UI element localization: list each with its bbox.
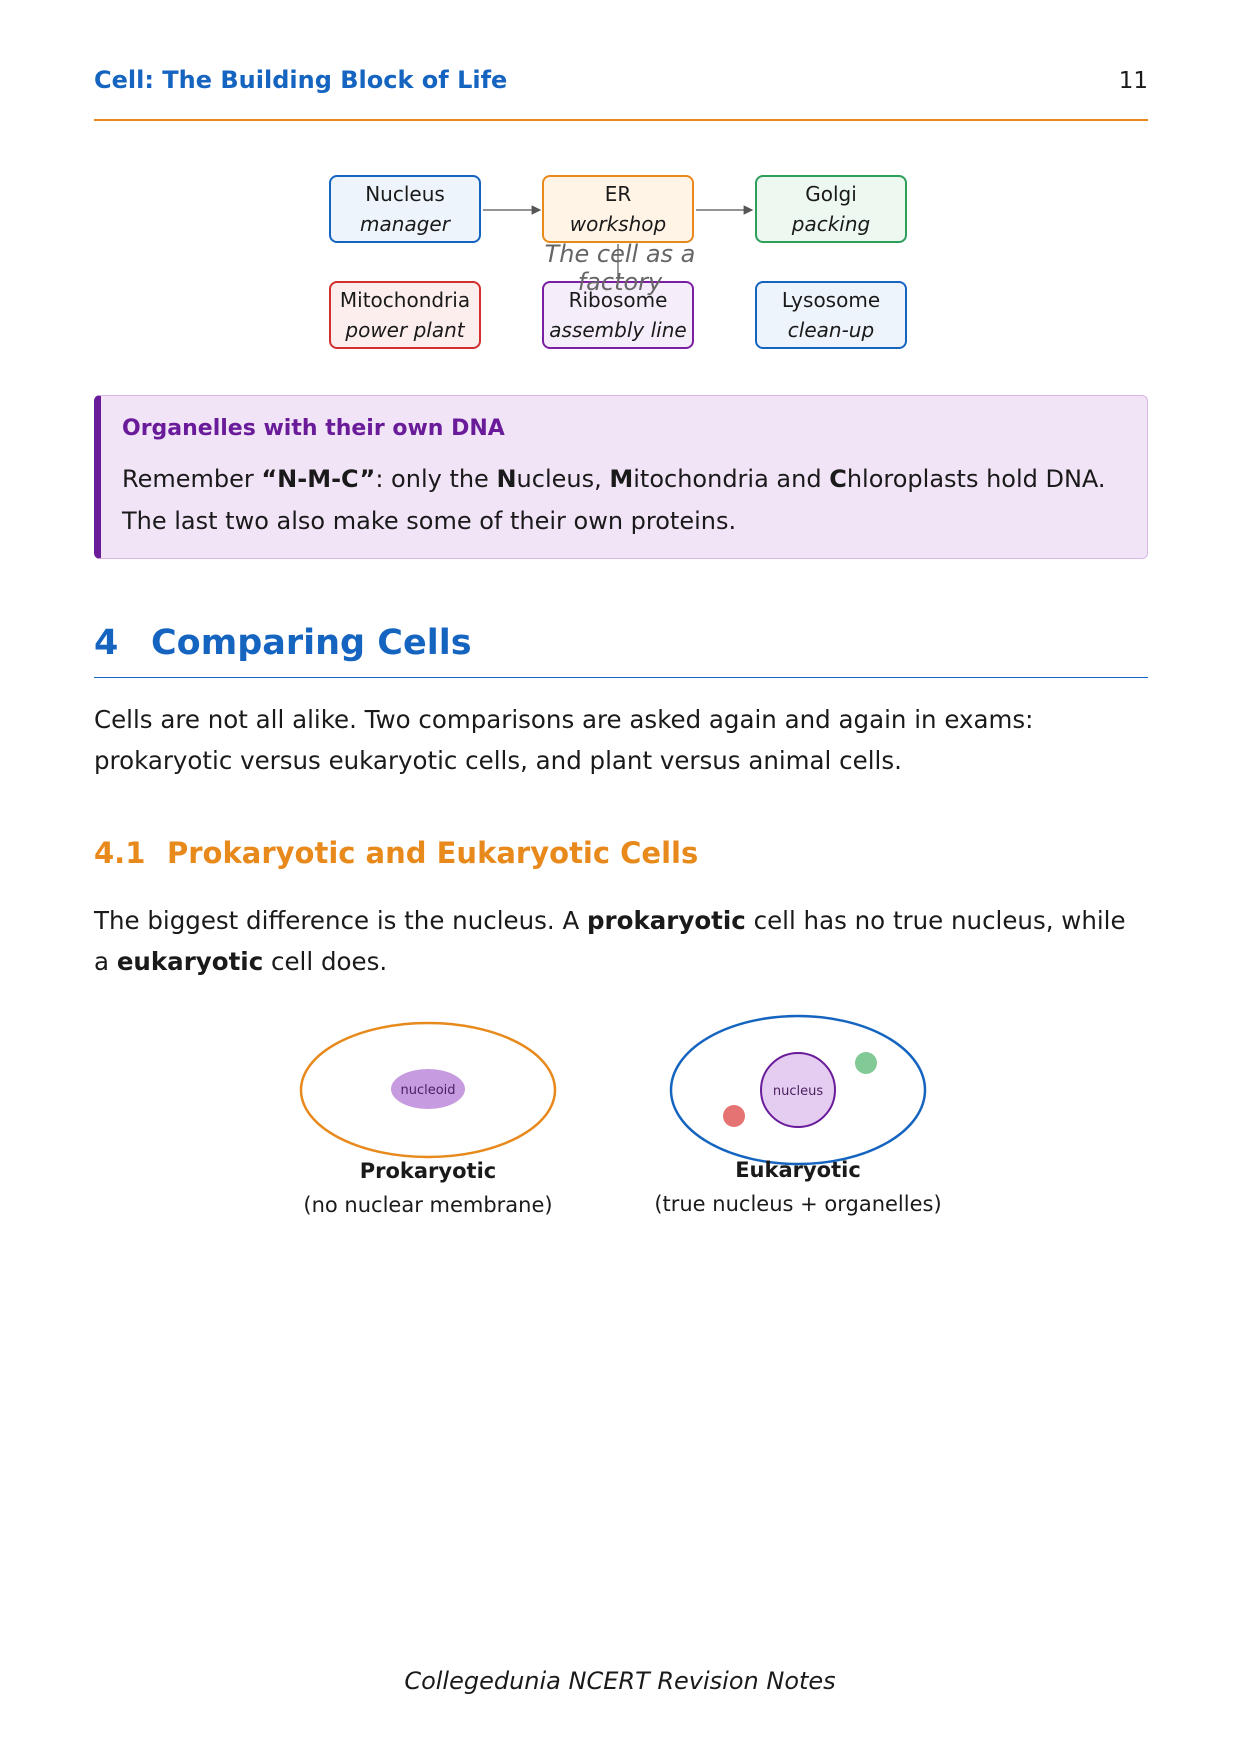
nucleoid-label: nucleoid xyxy=(400,1083,455,1098)
paragraph-text: cell does. xyxy=(263,947,388,976)
nucleoid-shape xyxy=(391,1069,465,1109)
callout-text: hloroplasts hold DNA. The last two also … xyxy=(122,465,1106,535)
eukaryotic-note: (true nucleus + organelles) xyxy=(654,1192,942,1216)
box-role: workshop xyxy=(569,212,667,236)
box-role: power plant xyxy=(345,318,465,342)
paragraph-text: The biggest difference is the nucleus. A xyxy=(94,906,588,935)
prokaryotic-caption: Prokaryotic xyxy=(359,1159,497,1183)
eukaryotic-cell-outline xyxy=(669,1014,927,1166)
box-role: clean-up xyxy=(787,318,875,342)
initial-n: N xyxy=(496,465,517,493)
section-intro-paragraph: Cells are not all alike. Two comparisons… xyxy=(94,705,1034,775)
subsection-paragraph: The biggest difference is the nucleus. A… xyxy=(94,900,1148,982)
section-divider xyxy=(94,677,1148,678)
paragraph-text: cell has no true nucleus, while a xyxy=(94,906,1126,976)
box-er: ER workshop xyxy=(542,175,694,243)
organelle-red xyxy=(723,1105,745,1127)
box-nucleus: Nucleus manager xyxy=(329,175,481,243)
section-number: 4 xyxy=(94,623,119,663)
initial-m: M xyxy=(609,465,634,493)
box-mitochondria: Mitochondria power plant xyxy=(329,281,481,349)
callout-body: Remember “N-M-C”: only the Nucleus, Mito… xyxy=(122,458,1122,542)
header-divider xyxy=(94,119,1148,121)
subsection-number: 4.1 xyxy=(94,836,146,870)
page-number: 11 xyxy=(1118,68,1148,94)
initial-c: C xyxy=(829,465,847,493)
term-eukaryotic: eukaryotic xyxy=(116,947,264,976)
nucleus-shape xyxy=(760,1052,836,1128)
dna-callout-box: Organelles with their own DNA Remember “… xyxy=(94,395,1148,559)
callout-text: : only the xyxy=(375,465,497,493)
box-lysosome: Lysosome clean-up xyxy=(755,281,907,349)
box-ribosome: Ribosome assembly line xyxy=(542,281,694,349)
box-title: Golgi xyxy=(805,182,857,206)
box-title: Lysosome xyxy=(781,288,881,312)
subsection-heading: Prokaryotic and Eukaryotic Cells xyxy=(167,836,699,870)
box-role: assembly line xyxy=(549,318,687,342)
callout-text: Remember xyxy=(122,465,262,493)
nucleus-label: nucleus xyxy=(773,1084,823,1099)
term-prokaryotic: prokaryotic xyxy=(587,906,746,935)
callout-title: Organelles with their own DNA xyxy=(122,416,505,441)
callout-text: itochondria and xyxy=(633,465,830,493)
callout-text: ucleus, xyxy=(516,465,610,493)
box-title: Ribosome xyxy=(568,288,668,312)
box-title: Nucleus xyxy=(365,182,445,206)
mnemonic: “N-M-C” xyxy=(261,465,376,493)
running-header-title: Cell: The Building Block of Life xyxy=(94,66,508,94)
eukaryotic-caption: Eukaryotic xyxy=(735,1158,861,1182)
box-golgi: Golgi packing xyxy=(755,175,907,243)
box-title: ER xyxy=(604,182,632,206)
page-footer: Collegedunia NCERT Revision Notes xyxy=(404,1667,836,1695)
prokaryotic-cell-outline xyxy=(299,1021,557,1159)
prokaryotic-note: (no nuclear membrane) xyxy=(303,1193,553,1217)
diagram-caption: The cell as a factory xyxy=(544,240,696,296)
box-title: Mitochondria xyxy=(339,288,471,312)
section-heading: Comparing Cells xyxy=(151,623,472,663)
box-role: manager xyxy=(360,212,450,236)
box-role: packing xyxy=(791,212,871,236)
organelle-green xyxy=(855,1052,877,1074)
